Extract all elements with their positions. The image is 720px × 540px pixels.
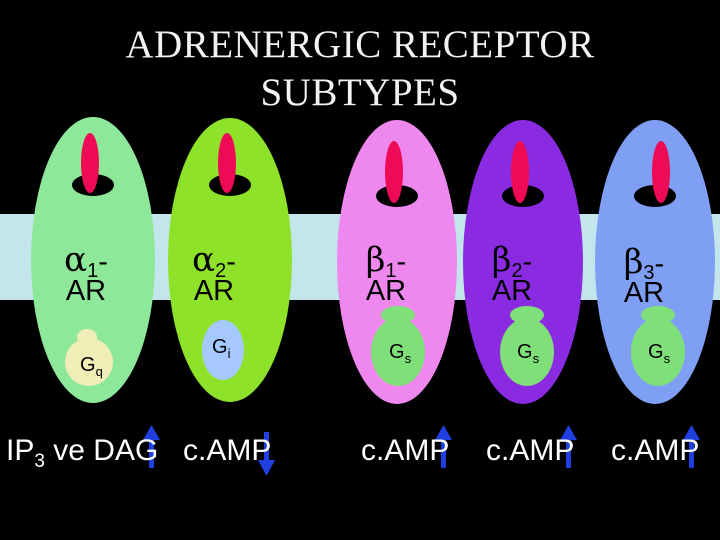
gs-label-beta3: Gs [648, 341, 671, 366]
beta3-receptor-body [595, 120, 715, 404]
alpha2-ligand [218, 133, 236, 193]
beta3-effect-label: c.AMP [611, 434, 700, 467]
alpha2-receptor-body [168, 118, 292, 402]
beta1-receptor-body [337, 120, 457, 404]
gq-label: Gq [80, 354, 103, 379]
gq-protein [65, 329, 113, 386]
gs-protein-beta2 [500, 306, 554, 386]
gs-label-beta1: Gs [389, 341, 412, 366]
beta2-camp-up-arrow [560, 425, 577, 468]
beta1-effect-label: c.AMP [361, 434, 450, 467]
gi-label: Gi [212, 336, 231, 361]
alpha1-effect-label: IP3 ve DAG [6, 434, 159, 472]
gi-protein [202, 320, 244, 380]
ip3-dag-up-arrow [143, 425, 160, 468]
beta2-effect-label: c.AMP [486, 434, 575, 467]
beta3-camp-up-arrow [683, 425, 700, 468]
beta2-receptor-body [463, 120, 583, 404]
alpha1-ligand [81, 133, 99, 193]
alpha2-receptor-label: α2- AR [192, 240, 236, 307]
alpha2-effect-label: c.AMP [183, 434, 272, 467]
alpha1-receptor-body [31, 117, 155, 403]
gs-protein-beta3 [631, 306, 685, 386]
title-line-1: ADRENERGIC RECEPTOR [125, 23, 595, 66]
gs-protein-beta1 [371, 306, 425, 386]
beta3-ligand [652, 141, 670, 203]
beta2-ligand [511, 141, 529, 203]
beta2-receptor-label: β2- AR [491, 240, 533, 307]
alpha1-receptor-label: α1- AR [64, 240, 108, 307]
gs-label-beta2: Gs [517, 341, 540, 366]
alpha2-camp-down-arrow [258, 432, 275, 476]
beta1-receptor-label: β1- AR [365, 240, 407, 307]
beta1-camp-up-arrow [435, 425, 452, 468]
beta3-receptor-label: β3- AR [623, 242, 665, 309]
title-line-2: SUBTYPES [260, 71, 460, 114]
beta1-ligand [385, 141, 403, 203]
